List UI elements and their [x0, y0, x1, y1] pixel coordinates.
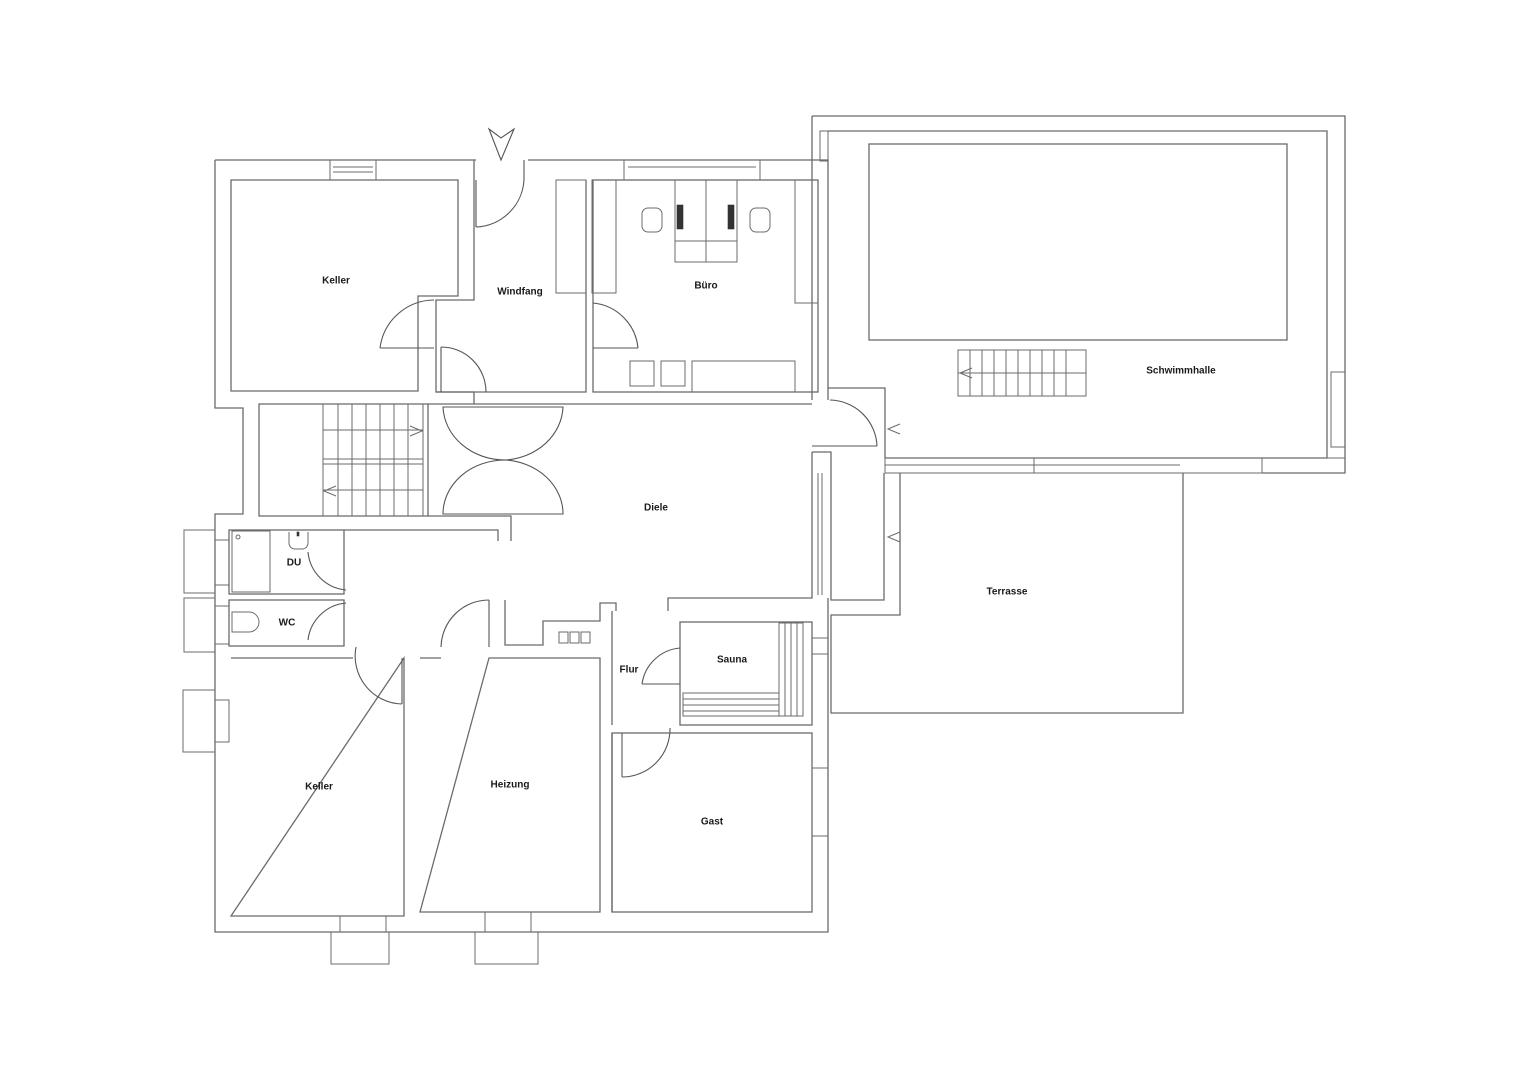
sliding-door-icon	[884, 457, 1263, 474]
sauna-bench-icon	[682, 622, 804, 717]
windfang-room	[379, 160, 587, 404]
link-corridor	[812, 387, 901, 458]
room-label-du: DU	[286, 557, 302, 569]
office-chair-icon	[641, 207, 771, 233]
heizung-room	[419, 599, 617, 965]
diele-room	[344, 452, 813, 611]
keller-south-room	[182, 646, 405, 965]
toilet-icon	[231, 611, 260, 633]
shower-tray-icon	[231, 530, 271, 593]
room-label-diele: Diele	[644, 502, 668, 514]
room-label-keller-south: Keller	[305, 781, 333, 793]
window-icon	[329, 159, 377, 181]
room-label-wc: WC	[278, 617, 296, 629]
bathroom-du	[183, 529, 347, 595]
stairs-icon	[322, 403, 424, 517]
room-label-schwimmhalle: Schwimmhalle	[1146, 365, 1216, 377]
room-label-flur: Flur	[619, 664, 639, 676]
desk-icon	[674, 179, 738, 263]
wardrobe-icon	[555, 179, 617, 294]
double-door-icon	[428, 403, 812, 515]
bathroom-wc	[183, 597, 347, 653]
room-label-gast: Gast	[700, 816, 724, 828]
room-label-keller-north: Keller	[322, 275, 350, 287]
room-label-heizung: Heizung	[490, 779, 530, 791]
pool-icon	[868, 143, 1288, 341]
room-label-terrasse: Terrasse	[986, 586, 1028, 598]
room-label-buero: Büro	[694, 280, 718, 292]
room-label-windfang: Windfang	[497, 286, 543, 298]
gast-room	[611, 732, 829, 913]
stairs-icon	[957, 349, 1087, 397]
schwimmhalle-room	[811, 115, 1346, 474]
sink-icon	[288, 531, 309, 550]
window-icon	[339, 915, 387, 933]
sauna-room	[641, 621, 813, 726]
flur-corridor	[611, 611, 671, 912]
terrasse-area	[811, 451, 1184, 714]
entrance-arrow-icon	[487, 127, 516, 162]
room-label-sauna: Sauna	[716, 654, 748, 666]
